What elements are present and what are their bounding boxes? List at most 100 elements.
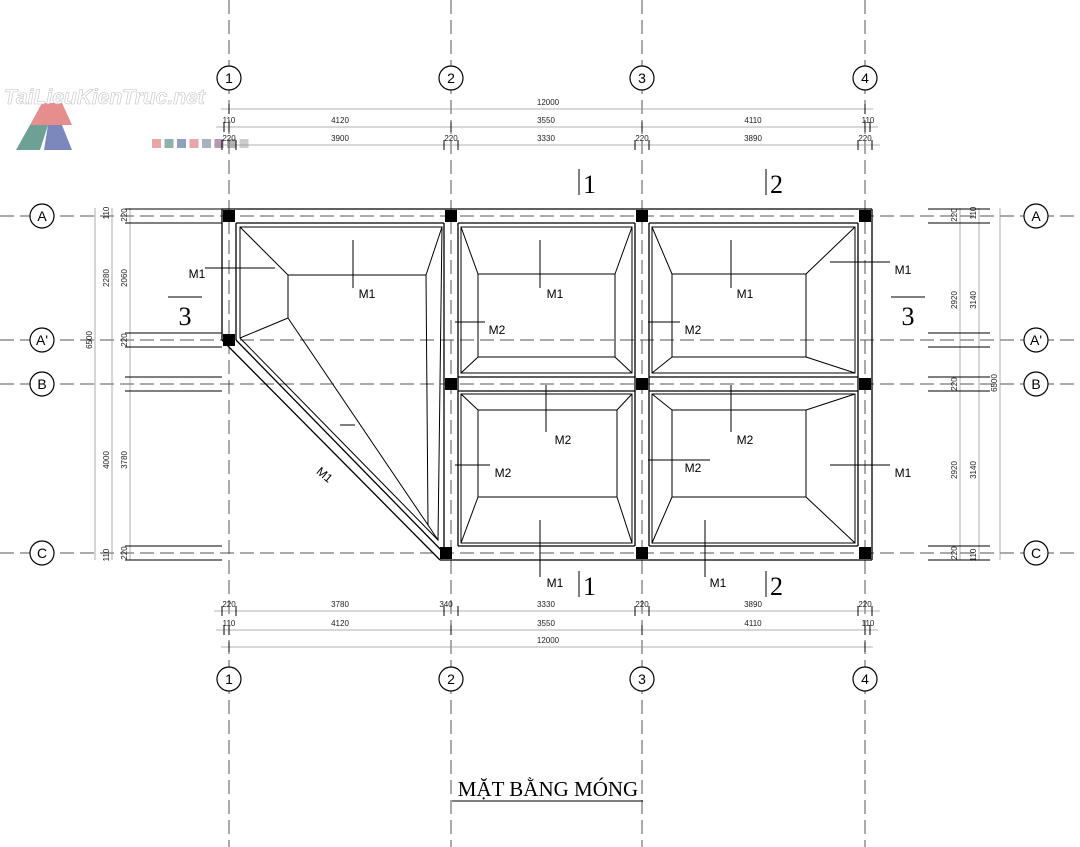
grid-bubble-1: 1 (216, 65, 242, 91)
section-mark-label: 1 (583, 572, 596, 601)
grid-bubble-circle (216, 65, 242, 91)
footing-label-m1: M1 (547, 287, 564, 301)
dimension-text: 110 (223, 619, 236, 628)
dimension-text: 110 (102, 206, 111, 219)
grid-bubble-circle (29, 327, 55, 353)
watermark-square (189, 139, 199, 148)
dimension-text: 4120 (331, 619, 349, 628)
grid-bubble-circle (29, 203, 55, 229)
beam-line (221, 339, 441, 561)
footing-pad (460, 226, 633, 374)
column (859, 210, 871, 222)
footing-hip-line (239, 317, 289, 339)
grid-bubble-circle (852, 666, 878, 692)
grid-bubble-label: 4 (861, 671, 869, 687)
dimension-text: 220 (858, 134, 872, 143)
dimension-text: 3140 (969, 461, 978, 479)
column (636, 378, 648, 390)
footing-label-m1: M1 (189, 267, 206, 281)
beam-line (235, 339, 445, 554)
watermark-logo: TaiLieuKienTruc.net (4, 86, 249, 150)
dimension-text: 6500 (990, 374, 999, 392)
dimension-text: 220 (120, 333, 129, 347)
dimension-text: 2920 (950, 461, 959, 479)
grid-bubble-circle (29, 540, 55, 566)
dimension-text: 2060 (120, 269, 129, 287)
column (859, 378, 871, 390)
footing-hip-line (805, 356, 856, 374)
dimension-text: 220 (950, 546, 959, 560)
grid-bubble-4: 4 (852, 666, 878, 692)
dimension-text: 220 (444, 134, 458, 143)
column (445, 210, 457, 222)
footing-label-m1: M1 (895, 466, 912, 480)
dimension-text: 12000 (537, 98, 560, 107)
footing-label-m2: M2 (489, 323, 506, 337)
footing-pad (460, 393, 633, 544)
footing-label-m1: M1 (547, 576, 564, 590)
footing-label-m2: M2 (495, 466, 512, 480)
grid-bubble-label: 1 (225, 70, 233, 86)
footing-hip-line (805, 496, 856, 544)
grid-bubble-label: 3 (638, 70, 646, 86)
dimension-text: 220 (635, 134, 649, 143)
column (223, 210, 235, 222)
dimension-text: 110 (862, 619, 875, 628)
watermark-square (227, 139, 236, 148)
dimension-text: 4000 (102, 451, 111, 469)
dimension-text: 220 (858, 600, 872, 609)
footing-hip-line (651, 496, 673, 544)
drawing-title: MẶT BẰNG MÓNG (458, 777, 638, 801)
dimension-text: 2920 (950, 291, 959, 309)
footing-hip-line (239, 226, 289, 276)
grid-bubble-circle (29, 371, 55, 397)
footing-pad (651, 393, 856, 544)
footing-hip-line (427, 524, 439, 541)
footing-hip-line (651, 226, 673, 275)
grid-bubble-label: C (1031, 545, 1041, 561)
grid-bubble-label: A (37, 208, 47, 224)
dimension-text: 110 (102, 548, 111, 561)
grid-bubble-3: 3 (629, 666, 655, 692)
footing-label-m2: M2 (737, 433, 754, 447)
footing-label-m1: M1 (895, 263, 912, 277)
footing-hip-line (460, 356, 479, 374)
footing-top (287, 274, 429, 527)
grid-bubble-1: 1 (216, 666, 242, 692)
footing-label-m1: M1 (737, 287, 754, 301)
footing-hip-line (425, 226, 443, 276)
grid-bubble-circle (1023, 540, 1049, 566)
footing-label-m1: M1 (710, 576, 727, 590)
footing-label-m2: M2 (685, 323, 702, 337)
grid-bubble-circle (629, 65, 655, 91)
grid-bubble-label: A (1031, 208, 1041, 224)
dimension-text: 220 (635, 600, 649, 609)
footing-hip-line (460, 226, 479, 275)
dimension-text: 3550 (537, 116, 555, 125)
grid-bubble-row: C (29, 540, 55, 566)
watermark-square (214, 139, 224, 148)
column (223, 334, 235, 346)
footing-hip-line (614, 356, 633, 374)
grid-bubble-label: A' (36, 332, 48, 348)
grid-bubble-circle (629, 666, 655, 692)
grid-bubble-label: C (37, 545, 47, 561)
grid-bubble-circle (438, 65, 464, 91)
grid-bubble-2: 2 (438, 65, 464, 91)
footing-label-m2: M2 (555, 433, 572, 447)
footing-hip-line (651, 356, 673, 374)
dimension-text: 220 (950, 377, 959, 391)
grid-bubble-row: A (1023, 203, 1049, 229)
footing-label-m1: M1 (359, 287, 376, 301)
footing-top (671, 409, 807, 498)
footing-pad (239, 226, 443, 542)
grid-bubble-row: B (29, 371, 55, 397)
section-mark-label: 3 (902, 302, 915, 331)
watermark-square (164, 139, 174, 148)
footing-hip-line (805, 226, 856, 275)
dimension-text: 3330 (537, 600, 555, 609)
column (445, 378, 457, 390)
grid-bubble-row: A' (29, 327, 55, 353)
dimension-text: 12000 (537, 636, 560, 645)
